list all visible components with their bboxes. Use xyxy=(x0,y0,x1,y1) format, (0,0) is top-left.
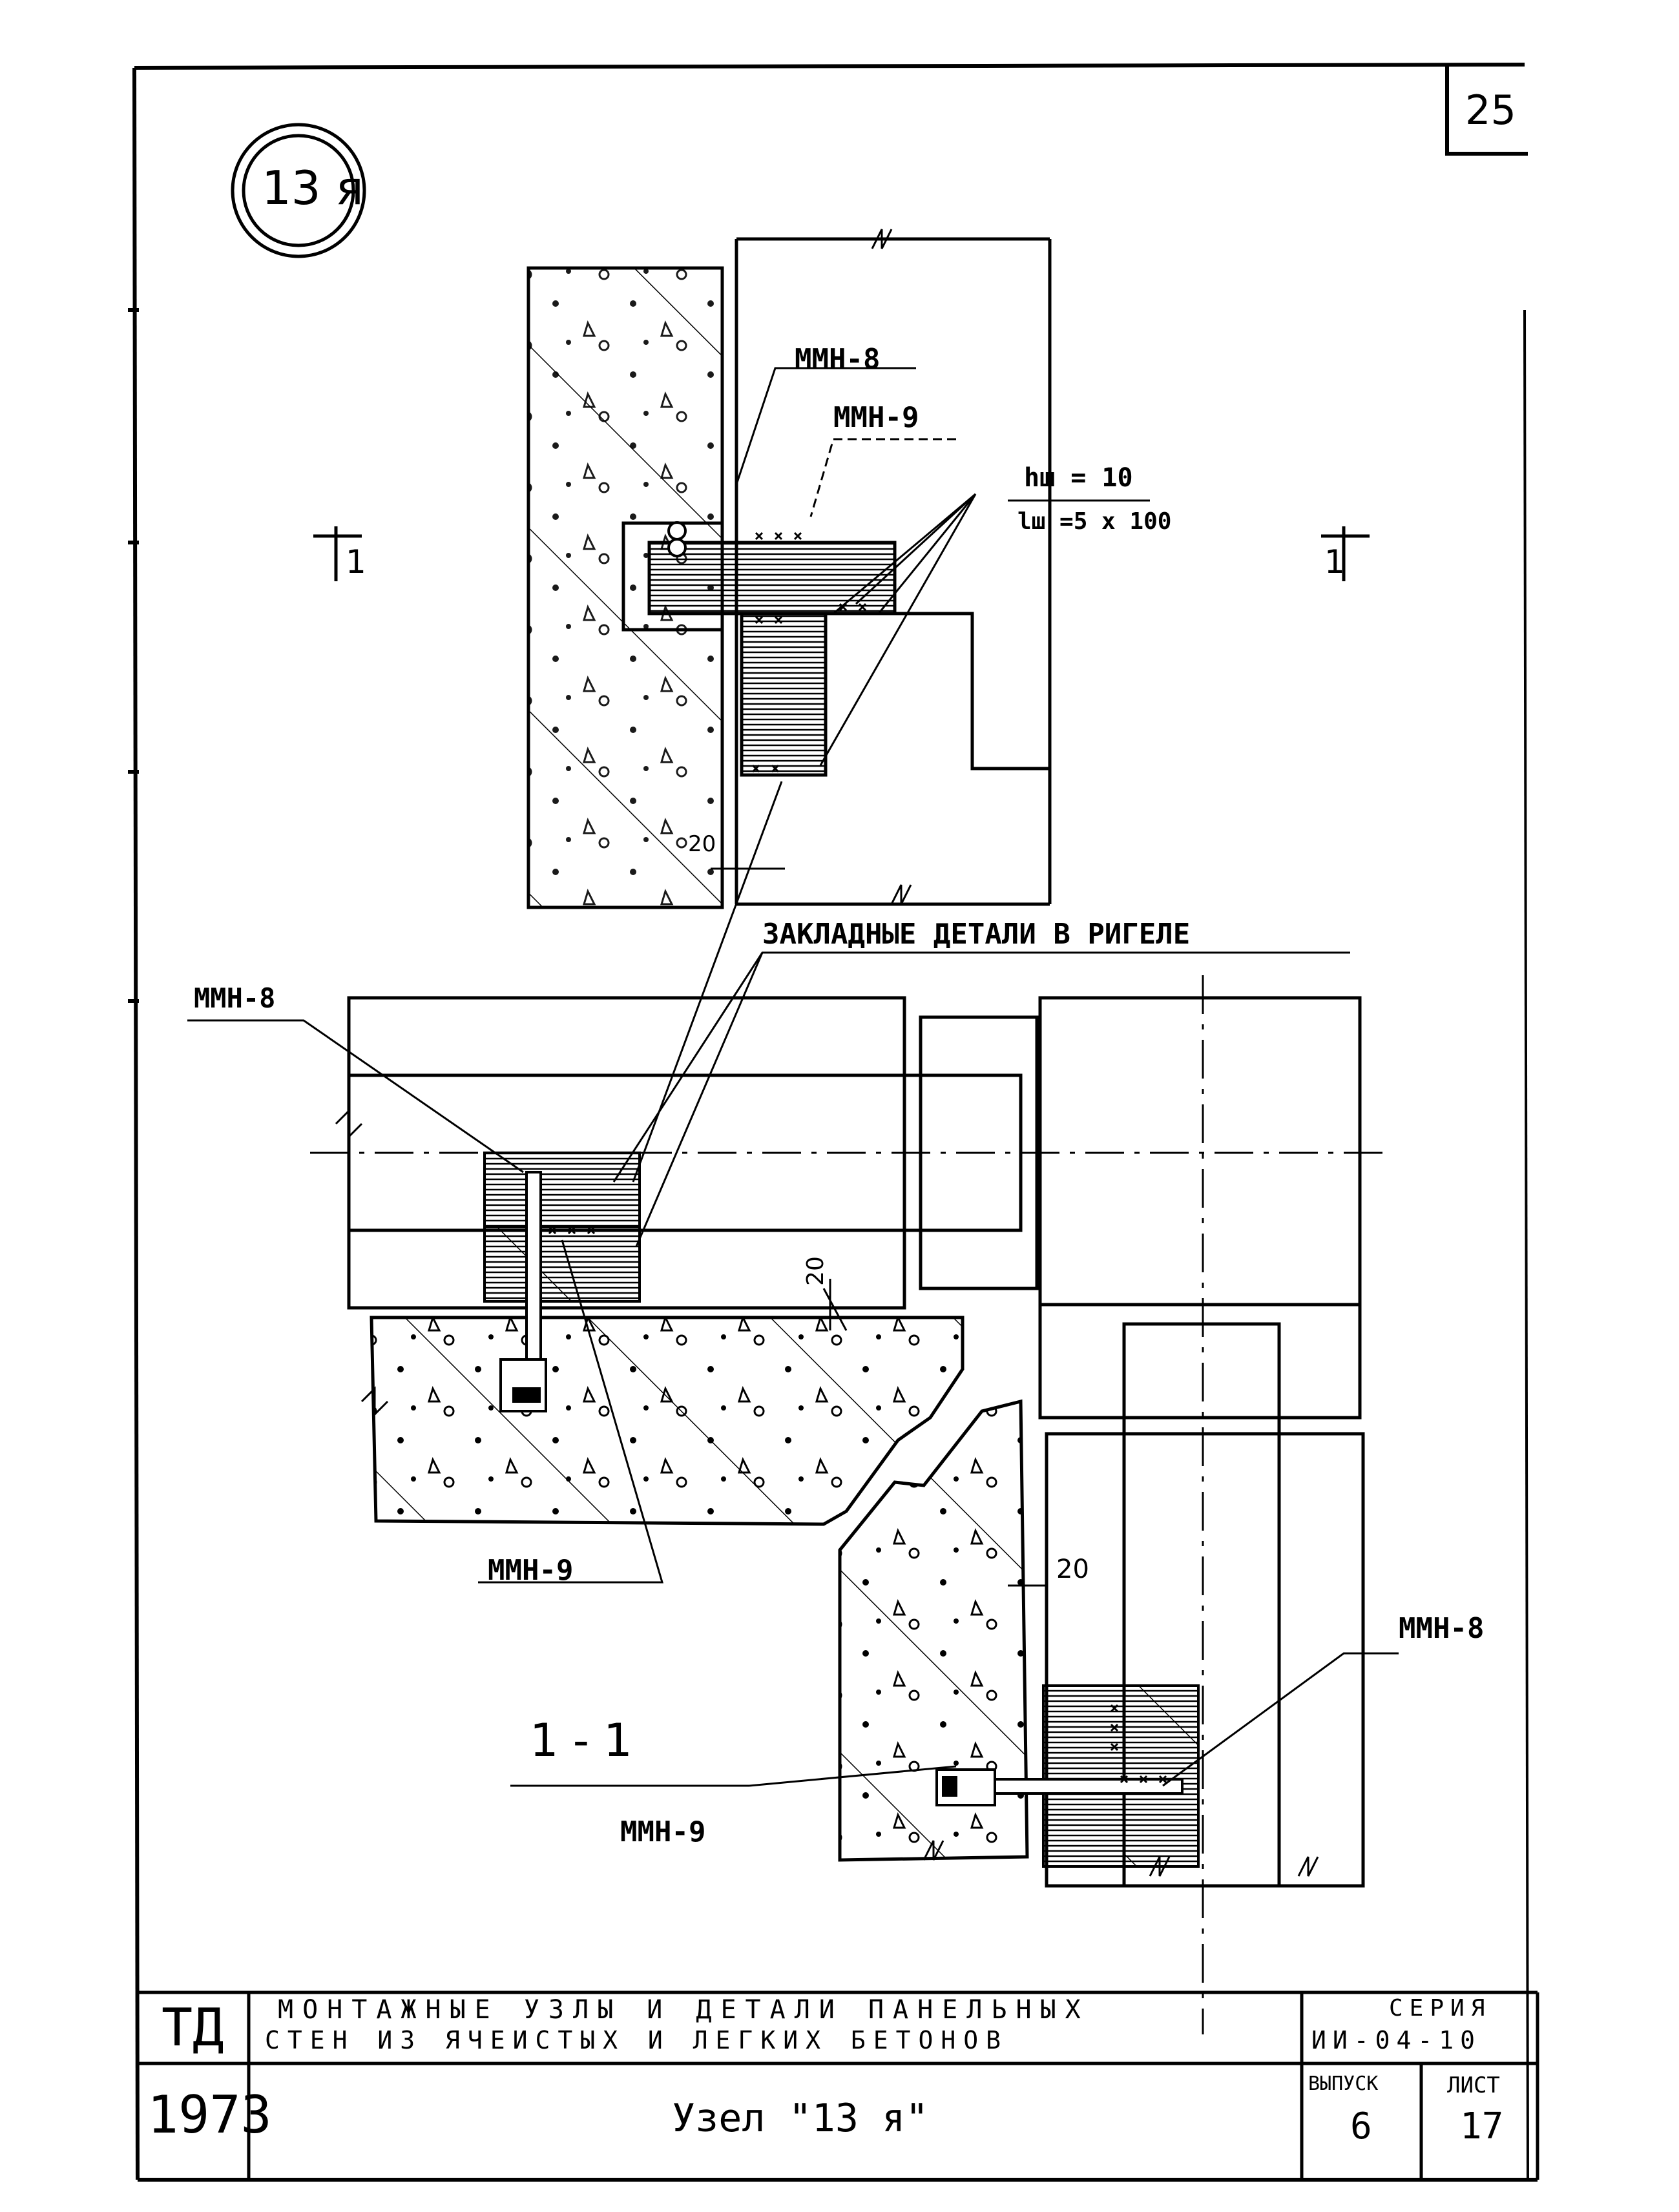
series-label: СЕРИЯ xyxy=(1389,1995,1492,2021)
section-1-1 xyxy=(187,781,1399,2034)
series-value: ИИ-04-10 xyxy=(1311,2026,1482,2054)
section-mark-left: 1 xyxy=(346,543,366,581)
sheet-label: ЛИСТ xyxy=(1447,2072,1500,2098)
mmn8-top-label: ММН-8 xyxy=(795,343,881,376)
weld-h-label: hш = 10 xyxy=(1024,463,1133,493)
issue-value: 6 xyxy=(1350,2105,1372,2147)
mmn9-plan-label: ММН-9 xyxy=(488,1554,574,1587)
year: 1973 xyxy=(147,2085,272,2145)
mmn8-plan-label: ММН-8 xyxy=(194,982,276,1014)
top-view xyxy=(313,229,1370,909)
sheet-value: 17 xyxy=(1460,2105,1504,2147)
mmn9-bottom-label: ММН-9 xyxy=(620,1815,706,1848)
node-circle xyxy=(231,123,366,258)
node-label: 13 я xyxy=(262,161,364,215)
zakladnye-label: ЗАКЛАДНЫЕ ДЕТАЛИ В РИГЕЛЕ xyxy=(762,918,1191,951)
weld-l-label: lш =5 х 100 xyxy=(1017,508,1172,535)
dim-20-right: 20 xyxy=(1056,1555,1089,1584)
sheet-frame xyxy=(128,63,1538,2182)
org-code: ТД xyxy=(162,1998,224,2058)
node-title: Узел "13 я" xyxy=(672,2096,929,2141)
section-mark-right: 1 xyxy=(1324,543,1345,581)
page-number: 25 xyxy=(1465,87,1516,134)
section-title: 1 - 1 xyxy=(530,1714,632,1767)
issue-label: ВЫПУСК xyxy=(1308,2072,1379,2095)
dim-20-top: 20 xyxy=(688,831,716,857)
mmn8-right-label: ММН-8 xyxy=(1399,1612,1485,1645)
title-block-lines xyxy=(138,1990,1539,2180)
mmn9-top-label: ММН-9 xyxy=(833,401,919,434)
title-line-1: МОНТАЖНЫЕ УЗЛЫ И ДЕТАЛИ ПАНЕЛЬНЫХ xyxy=(278,1995,1090,2025)
title-line-2: СТЕН ИЗ ЯЧЕИСТЫХ И ЛЕГКИХ БЕТОНОВ xyxy=(265,2026,1008,2054)
dim-20-plan: 20 xyxy=(802,1256,829,1286)
